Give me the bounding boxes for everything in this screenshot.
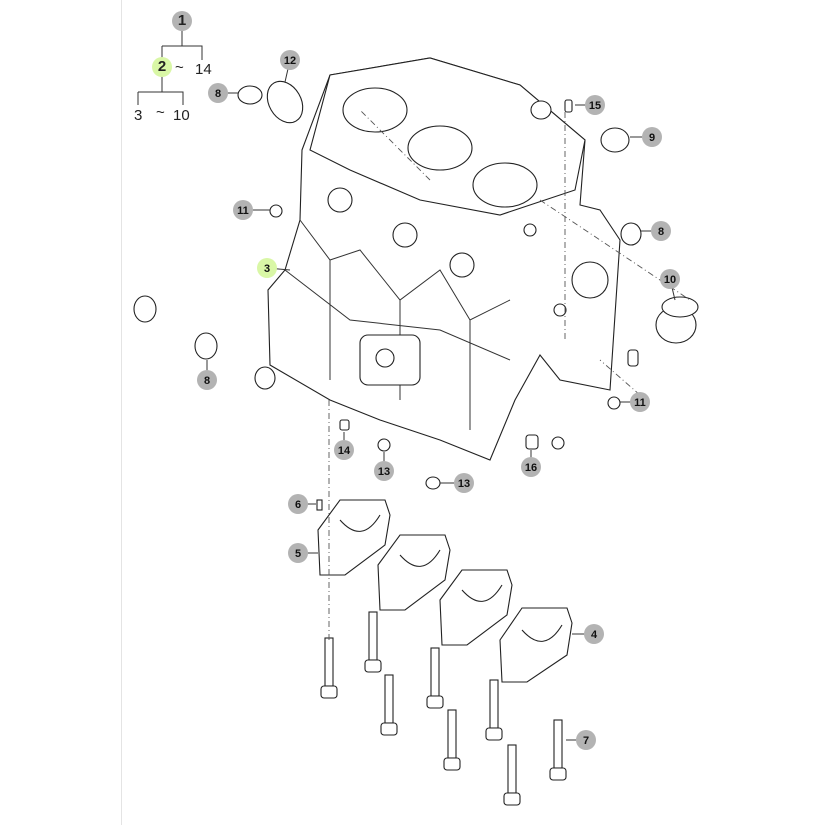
callout-circle [257,258,277,278]
bolt [503,744,521,806]
range-end-10: 10 [173,107,190,124]
callout-label: 4 [591,629,598,641]
callout-16[interactable]: 16 [521,450,541,477]
range-end-14: 14 [195,61,212,78]
callout-1[interactable]: 1 [172,11,192,31]
callout-circle [584,624,604,644]
callout-11[interactable]: 11 [233,200,270,220]
callout-label: 8 [204,375,210,387]
bolt [549,719,567,781]
part-tree: 1 2 ~ 14 3 ~ 10 [134,11,212,124]
bolt [485,679,503,741]
callout-circle [576,730,596,750]
callout-label: 6 [295,499,301,511]
bolt [364,611,382,673]
callout-label: 13 [378,466,390,478]
svg-text:1: 1 [178,12,186,29]
callout-circle [642,127,662,147]
callout-layer: 8 12 15 9 11 3 8 10 8 11 14 13 13 16 6 5 4 7 [197,50,680,750]
callout-circle [233,200,253,220]
callout-circle [660,269,680,289]
callout-circle [197,370,217,390]
callout-circle [288,543,308,563]
callout-label: 7 [583,735,589,747]
callout-circle [630,392,650,412]
frame-border [121,0,122,825]
callout-13[interactable]: 13 [374,452,394,481]
small-parts [133,80,699,511]
callout-13[interactable]: 13 [440,473,474,493]
bolt [320,637,338,699]
callout-label: 5 [295,548,301,560]
bolt [380,674,398,736]
callout-label: 8 [215,88,221,100]
callout-11[interactable]: 11 [620,392,650,412]
callout-circle [374,461,394,481]
callout-12[interactable]: 12 [280,50,300,83]
bolt [443,709,461,771]
cylinder-block [267,57,621,461]
callout-8[interactable]: 8 [641,221,671,241]
callout-4[interactable]: 4 [572,624,604,644]
callout-label: 14 [338,445,351,457]
tilde: ~ [175,59,184,76]
bolts [320,611,567,806]
callout-label: 10 [664,274,676,286]
callout-circle [585,95,605,115]
tilde: ~ [156,104,165,121]
callout-circle [454,473,474,493]
range-start-3: 3 [134,107,142,124]
callout-circle [280,50,300,70]
callout-5[interactable]: 5 [288,543,318,563]
callout-7[interactable]: 7 [566,730,596,750]
callout-circle [334,440,354,460]
callout-8[interactable]: 8 [208,83,238,103]
bearing-caps [317,499,573,683]
callout-label: 16 [525,462,537,474]
callout-circle [521,457,541,477]
callout-circle [288,494,308,514]
callout-circle [651,221,671,241]
callout-9[interactable]: 9 [630,127,662,147]
callout-14[interactable]: 14 [334,432,354,460]
callout-circle [208,83,228,103]
callout-label: 13 [458,478,470,490]
callout-6[interactable]: 6 [288,494,316,514]
callout-2[interactable]: 2 [152,57,172,77]
bolt [426,647,444,709]
callout-label: 15 [589,100,601,112]
callout-label: 3 [264,263,270,275]
callout-label: 9 [649,132,655,144]
callout-label: 8 [658,226,664,238]
callout-3[interactable]: 3 [257,258,291,278]
callout-label: 11 [634,397,646,409]
callout-label: 12 [284,55,296,67]
callout-15[interactable]: 15 [575,95,605,115]
callout-label: 11 [237,205,249,217]
svg-text:2: 2 [158,58,166,75]
callout-10[interactable]: 10 [660,269,680,301]
callout-8[interactable]: 8 [197,360,217,390]
